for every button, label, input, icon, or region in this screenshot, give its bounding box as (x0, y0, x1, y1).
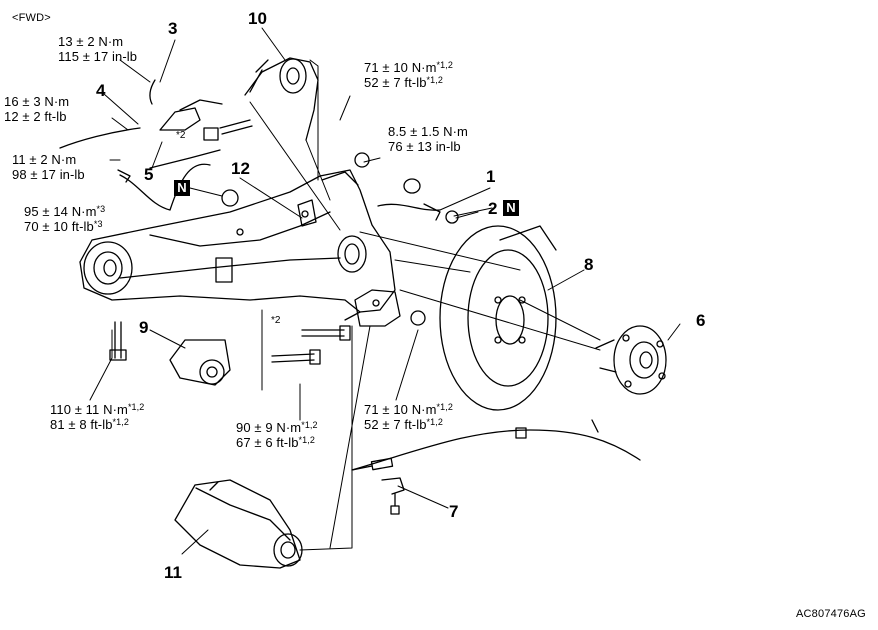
knuckle-bracket (354, 289, 401, 327)
note-star2-upper: *2 (176, 130, 186, 141)
callout-3: 3 (168, 19, 178, 38)
torque-5: 11 ± 2 N·m 98 ± 17 in-lb (12, 152, 85, 182)
torque-top-right: 71 ± 10 N·m*1,2 52 ± 7 ft-lb*1,2 (364, 60, 453, 90)
callout-12: 12 (231, 159, 250, 178)
torque-4: 16 ± 3 N·m 12 ± 2 ft-lb (4, 94, 70, 124)
torque-left-bolt: 110 ± 11 N·m*1,2 81 ± 8 ft-lb*1,2 (50, 402, 145, 432)
callout-8: 8 (584, 255, 594, 274)
callout-1: 1 (486, 167, 496, 186)
torque-3: 13 ± 2 N·m 115 ± 17 in-lb (58, 34, 138, 64)
leader-lines (249, 59, 601, 551)
callout-4: 4 (96, 81, 106, 100)
parking-brake-cable-7 (351, 419, 641, 515)
bolts (109, 119, 351, 365)
nuts (221, 152, 459, 326)
torque-mid-bolt: 90 ± 9 N·m*1,2 67 ± 6 ft-lb*1,2 (236, 420, 318, 450)
crossmember (79, 169, 396, 321)
fwd-direction-label: <FWD> (12, 12, 51, 24)
callout-9: 9 (139, 318, 149, 337)
callout-2: 2 (488, 199, 498, 218)
callout-6: 6 (696, 311, 706, 330)
wheel-hub-6 (595, 325, 667, 395)
trailing-arm-9 (169, 339, 231, 386)
crossmember-bushing (83, 241, 133, 295)
torque-12: 95 ± 14 N·m*3 70 ± 10 ft-lb*3 (24, 204, 106, 234)
callout-10: 10 (248, 9, 267, 28)
callout-5: 5 (144, 165, 154, 184)
lower-control-arm-11 (174, 479, 303, 569)
callout-pointers (89, 27, 681, 555)
callout-11: 11 (164, 563, 182, 582)
note-star2-lower: *2 (271, 315, 281, 326)
torque-right-nut: 71 ± 10 N·m*1,2 52 ± 7 ft-lb*1,2 (364, 402, 453, 432)
torque-1: 8.5 ± 1.5 N·m 76 ± 13 in-lb (388, 124, 468, 154)
upper-bracket-10 (244, 57, 319, 141)
speed-sensor-harness (59, 79, 441, 221)
new-part-badge-2: N (503, 200, 519, 216)
dust-shield-8 (439, 225, 557, 411)
new-part-badge-5: N (174, 180, 190, 196)
figure-code: AC807476AG (796, 608, 866, 620)
callout-7: 7 (449, 502, 459, 521)
